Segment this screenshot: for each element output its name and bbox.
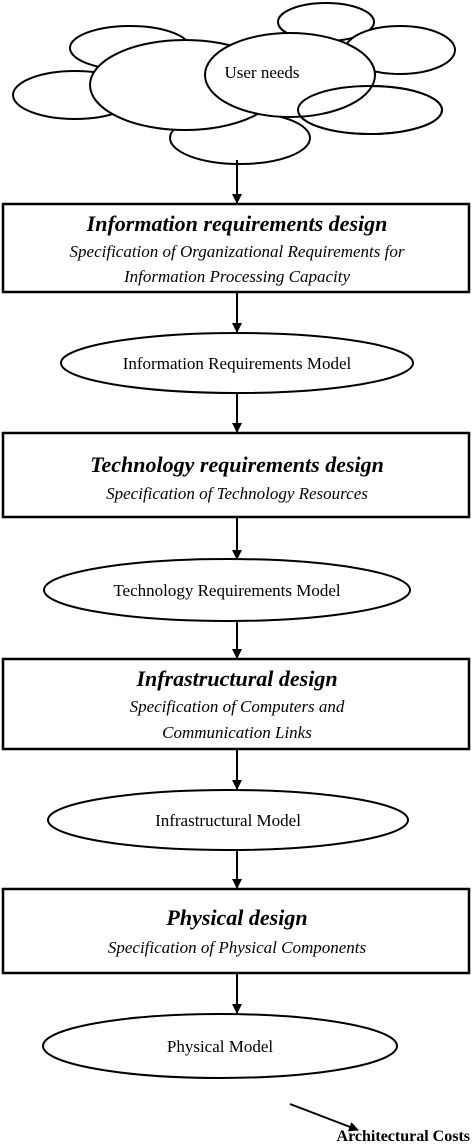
model-ellipse-technology-requirements: [43, 558, 411, 622]
user-needs-cloud: [12, 2, 456, 165]
stage-title: Information requirements design: [86, 211, 388, 236]
arrow-to-architectural-costs: [289, 1103, 359, 1132]
stage-subtitle-line: Specification of Technology Resources: [106, 484, 368, 503]
stage-subtitle-line: Specification of Organizational Requirem…: [70, 242, 405, 261]
stage-subtitle-line: Communication Links: [162, 723, 312, 742]
cloud-lobe: [204, 32, 376, 118]
stage-subtitle-line: Specification of Computers and: [130, 697, 345, 716]
stage-subtitle-line: Information Processing Capacity: [123, 267, 350, 286]
stage-subtitle-line: Specification of Physical Components: [108, 938, 367, 957]
stage-box-physical-design: [1, 887, 471, 975]
stage-box-infrastructural-design: [1, 657, 471, 751]
stage-title: Physical design: [165, 905, 307, 930]
model-ellipse-infrastructural: [47, 789, 409, 851]
model-label: Information Requirements Model: [123, 354, 352, 373]
stage-title: Infrastructural design: [135, 666, 337, 691]
model-label: Physical Model: [167, 1037, 274, 1056]
cloud-lobe: [297, 85, 443, 135]
model-label: Technology Requirements Model: [113, 581, 341, 600]
stage-title: Technology requirements design: [90, 452, 384, 477]
model-ellipse-physical: [42, 1013, 398, 1079]
stage-box-technology-requirements-design: [1, 431, 471, 519]
user-needs-label: User needs: [224, 63, 299, 82]
architectural-costs-label: Architectural Costs: [337, 1128, 470, 1144]
model-label: Infrastructural Model: [155, 811, 301, 830]
